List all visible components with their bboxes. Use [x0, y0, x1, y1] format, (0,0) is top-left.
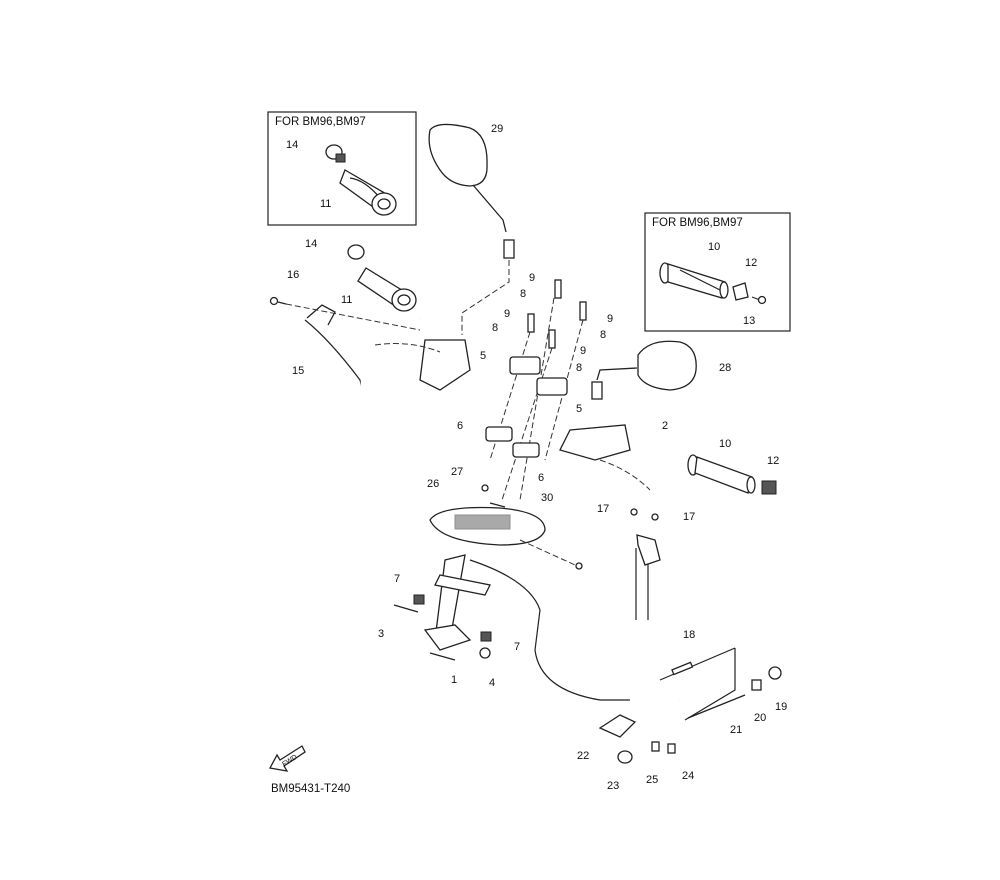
callout-label: 6 [538, 472, 544, 484]
grip-inset-part-10 [659, 262, 729, 299]
nut-part-19 [768, 666, 782, 680]
inset-title-left: FOR BM96,BM97 [275, 116, 366, 128]
spring-part-21 [687, 694, 746, 719]
handlebar-holder-part-1 [423, 554, 491, 661]
forward-arrow-icon [269, 745, 306, 772]
grip-end-part-12 [761, 480, 777, 495]
callout-label: 5 [480, 350, 486, 362]
collar-part-4 [479, 647, 491, 659]
callout-label: 14 [305, 238, 317, 250]
lever-bracket-part-15 [304, 304, 366, 401]
callout-label: 9 [607, 313, 613, 325]
callout-label: 21 [730, 724, 742, 736]
bolt-part-25 [651, 741, 660, 752]
bolt-part-24 [667, 743, 676, 754]
callout-label: 8 [492, 322, 498, 334]
upper-clamps-part-5 [509, 356, 568, 396]
callout-label: 9 [580, 345, 586, 357]
inset-box-right [644, 212, 791, 332]
grip-end-inset-part-12 [732, 282, 749, 301]
bracket-part-17 [630, 508, 661, 566]
inset-title-right: FOR BM96,BM97 [652, 217, 743, 229]
bolt-part-3 [393, 604, 419, 613]
callout-label: 17 [683, 511, 695, 523]
grip-inset-part-11 [339, 169, 397, 216]
inset-box-left [267, 111, 417, 226]
callout-label: 6 [457, 420, 463, 432]
callout-label: 7 [394, 573, 400, 585]
callout-label: 12 [767, 455, 779, 467]
callout-label: 9 [529, 272, 535, 284]
grip-part-11 [357, 267, 417, 312]
callout-label: 20 [754, 712, 766, 724]
damper-part-23 [617, 750, 633, 764]
bracket-part-22 [598, 714, 637, 738]
callout-label: 17 [597, 503, 609, 515]
grip-end-part-14 [347, 244, 365, 260]
callout-label: 8 [520, 288, 526, 300]
callout-label: 8 [576, 362, 582, 374]
callout-label: 14 [286, 139, 298, 151]
screw-inset-part-13 [751, 295, 767, 305]
callout-label: 7 [514, 641, 520, 653]
callout-label: 24 [682, 770, 694, 782]
callout-label: 23 [607, 780, 619, 792]
callout-label: 29 [491, 123, 503, 135]
callout-label: 18 [683, 629, 695, 641]
callout-label: 10 [708, 241, 720, 253]
grip-end-inset-part-14 [325, 144, 346, 163]
forward-label: FWD [281, 754, 298, 768]
screw-part-16 [269, 296, 287, 306]
collar-part-20 [751, 679, 762, 691]
callout-label: 26 [427, 478, 439, 490]
callout-label: 22 [577, 750, 589, 762]
callout-label: 9 [504, 308, 510, 320]
callout-label: 12 [745, 257, 757, 269]
callout-label: 15 [292, 365, 304, 377]
bolts-part-9-8 [489, 279, 587, 501]
callout-label: 27 [451, 466, 463, 478]
callout-label: 3 [378, 628, 384, 640]
handlebar-cover-part-26 [429, 506, 546, 546]
callout-label: 19 [775, 701, 787, 713]
adjuster-part-18 [659, 647, 736, 681]
callout-label: 16 [287, 269, 299, 281]
pin-part-30 [489, 502, 506, 508]
callout-label: 5 [576, 403, 582, 415]
callout-label: 10 [719, 438, 731, 450]
callout-label: 13 [743, 315, 755, 327]
screw-part-27 [481, 484, 489, 492]
callout-label: 2 [662, 420, 668, 432]
callout-label: 11 [320, 198, 331, 210]
nut-part-7 [413, 594, 425, 605]
grip-part-10 [687, 454, 756, 494]
drawing-code: BM95431-T240 [271, 783, 350, 795]
nut-part-7b [480, 631, 492, 642]
mirror-left-part-29 [428, 123, 515, 335]
callout-label: 8 [600, 329, 606, 341]
mirror-right-part-28 [591, 340, 697, 400]
callout-label: 30 [541, 492, 553, 504]
callout-label: 28 [719, 362, 731, 374]
callout-label: 1 [451, 674, 457, 686]
lower-clamps-part-6 [485, 426, 540, 458]
callout-label: 25 [646, 774, 658, 786]
callout-label: 4 [489, 677, 495, 689]
callout-label: 11 [341, 294, 352, 306]
